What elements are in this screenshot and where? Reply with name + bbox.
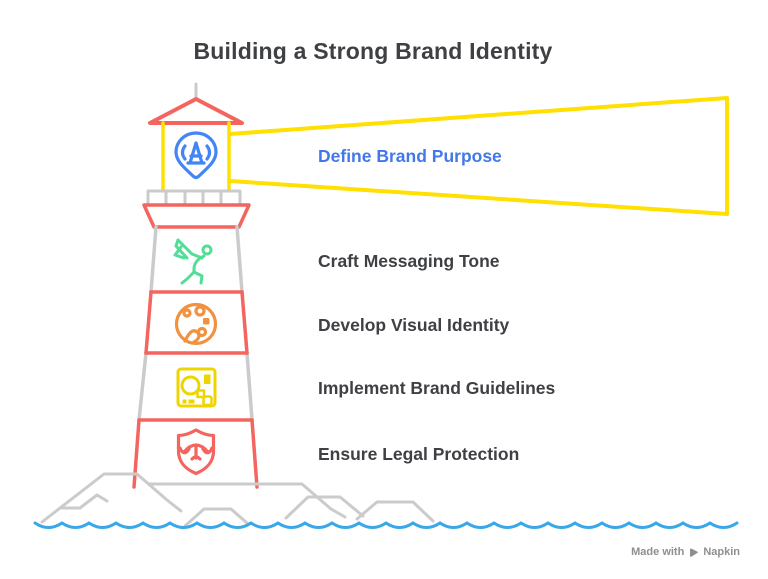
made-with-napkin-watermark[interactable]: Made with Napkin xyxy=(631,546,740,558)
lighthouse-structure xyxy=(132,82,259,489)
tower-side-red xyxy=(132,290,259,489)
step-label-implement-brand-guidelines: Implement Brand Guidelines xyxy=(318,378,556,398)
brand-guidelines-icon xyxy=(176,367,217,408)
napkin-logo-icon xyxy=(690,547,699,557)
step-label-craft-messaging-tone: Craft Messaging Tone xyxy=(318,251,500,271)
page-title: Building a Strong Brand Identity xyxy=(193,38,553,64)
trumpet-announcer-icon xyxy=(173,238,213,285)
watermark-made-with-text: Made with xyxy=(631,546,685,558)
tower-band-lines xyxy=(137,290,254,422)
water-waves xyxy=(33,521,739,529)
step-label-define-brand-purpose: Define Brand Purpose xyxy=(318,146,502,166)
light-beam xyxy=(228,96,729,216)
gallery-railing xyxy=(146,189,242,206)
watermark-brand-text: Napkin xyxy=(703,546,740,558)
step-label-develop-visual-identity: Develop Visual Identity xyxy=(318,315,510,335)
gallery-deck xyxy=(142,203,251,229)
lighthouse-roof xyxy=(148,97,244,125)
location-pin-lighthouse-icon xyxy=(174,131,218,180)
lantern-walls xyxy=(161,121,231,193)
paint-palette-icon xyxy=(174,302,218,346)
rocks xyxy=(40,472,435,528)
legal-shield-icon xyxy=(176,428,216,476)
tower-side-gray xyxy=(137,225,254,422)
step-label-ensure-legal-protection: Ensure Legal Protection xyxy=(318,444,520,464)
